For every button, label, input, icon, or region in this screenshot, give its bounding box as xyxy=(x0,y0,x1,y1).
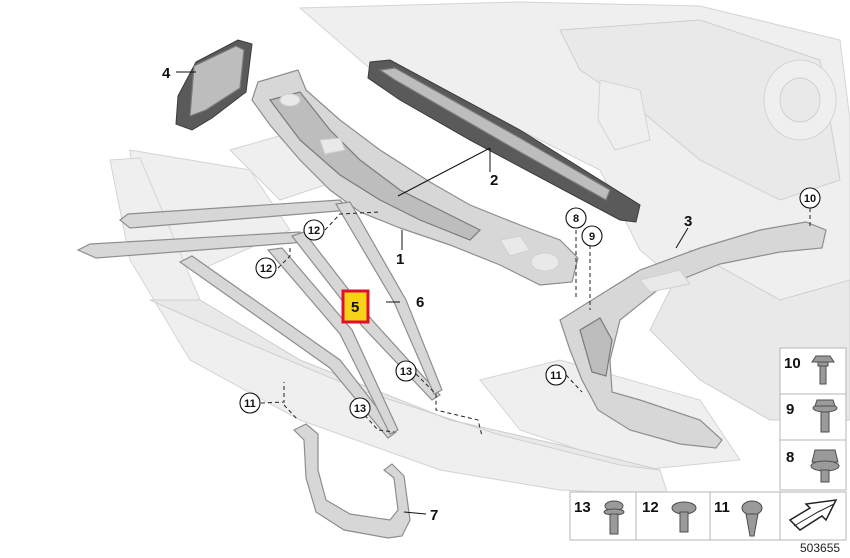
svg-text:11: 11 xyxy=(550,370,562,382)
svg-text:13: 13 xyxy=(354,403,366,415)
legend-item-direction xyxy=(779,491,847,541)
label-part-2: 2 xyxy=(490,172,498,189)
svg-text:12: 12 xyxy=(642,499,659,516)
svg-text:10: 10 xyxy=(804,193,816,205)
hex-bolt-washer-icon xyxy=(812,399,838,433)
callout-11-left: 11 xyxy=(239,392,261,414)
part-labels: 4 2 1 3 6 7 xyxy=(162,65,692,524)
part-5-v-strut xyxy=(178,247,399,439)
label-part-7: 7 xyxy=(430,507,438,524)
callout-11-right: 11 xyxy=(545,364,567,386)
callout-12-lower: 12 xyxy=(255,257,277,279)
oval-head-screw-icon xyxy=(741,500,763,537)
svg-text:13: 13 xyxy=(574,499,591,516)
label-part-5: 5 xyxy=(351,299,359,316)
svg-text:8: 8 xyxy=(786,449,794,466)
svg-text:10: 10 xyxy=(784,355,801,372)
callout-9: 9 xyxy=(581,225,603,247)
svg-text:13: 13 xyxy=(400,366,412,378)
callout-8: 8 xyxy=(565,207,587,229)
legend-item-13[interactable]: 13 xyxy=(569,491,637,541)
callout-13-lower: 13 xyxy=(349,397,371,419)
callout-13-upper: 13 xyxy=(395,360,417,382)
svg-text:9: 9 xyxy=(786,401,794,418)
label-part-1: 1 xyxy=(396,251,404,268)
diagram-reference-number: 503655 xyxy=(800,541,840,555)
label-part-3: 3 xyxy=(684,213,692,230)
legend-item-12[interactable]: 12 xyxy=(635,491,711,541)
direction-arrow-icon xyxy=(788,499,838,531)
legend-item-8[interactable]: 8 xyxy=(779,439,847,491)
legend-item-9[interactable]: 9 xyxy=(779,393,847,441)
circled-callouts: 8 9 10 12 12 11 11 13 xyxy=(239,187,821,419)
svg-text:9: 9 xyxy=(589,231,595,243)
part-2-slotted-rail xyxy=(367,59,641,223)
svg-text:8: 8 xyxy=(573,213,579,225)
label-part-4: 4 xyxy=(162,65,171,82)
legend-item-10[interactable]: 10 xyxy=(779,347,847,395)
part-1-central-bracket xyxy=(251,69,579,286)
flange-bolt-icon xyxy=(811,355,835,385)
torx-bolt-icon xyxy=(603,500,625,535)
svg-text:11: 11 xyxy=(714,499,730,516)
callout-12-upper: 12 xyxy=(303,219,325,241)
part-7-u-bracket xyxy=(292,423,411,539)
pan-head-screw-icon xyxy=(671,501,697,533)
svg-text:11: 11 xyxy=(244,398,256,410)
part-3-side-support xyxy=(559,221,827,449)
highlighted-callout-part-5[interactable]: 5 xyxy=(341,289,370,324)
fastener-legend: 10 9 8 xyxy=(569,347,847,541)
callout-10: 10 xyxy=(799,187,821,209)
svg-text:12: 12 xyxy=(260,263,272,275)
label-part-6: 6 xyxy=(416,294,424,311)
legend-item-11[interactable]: 11 xyxy=(709,491,781,541)
svg-text:12: 12 xyxy=(308,225,320,237)
part-4-cover xyxy=(175,39,253,131)
hex-nut-flange-icon xyxy=(810,449,840,483)
